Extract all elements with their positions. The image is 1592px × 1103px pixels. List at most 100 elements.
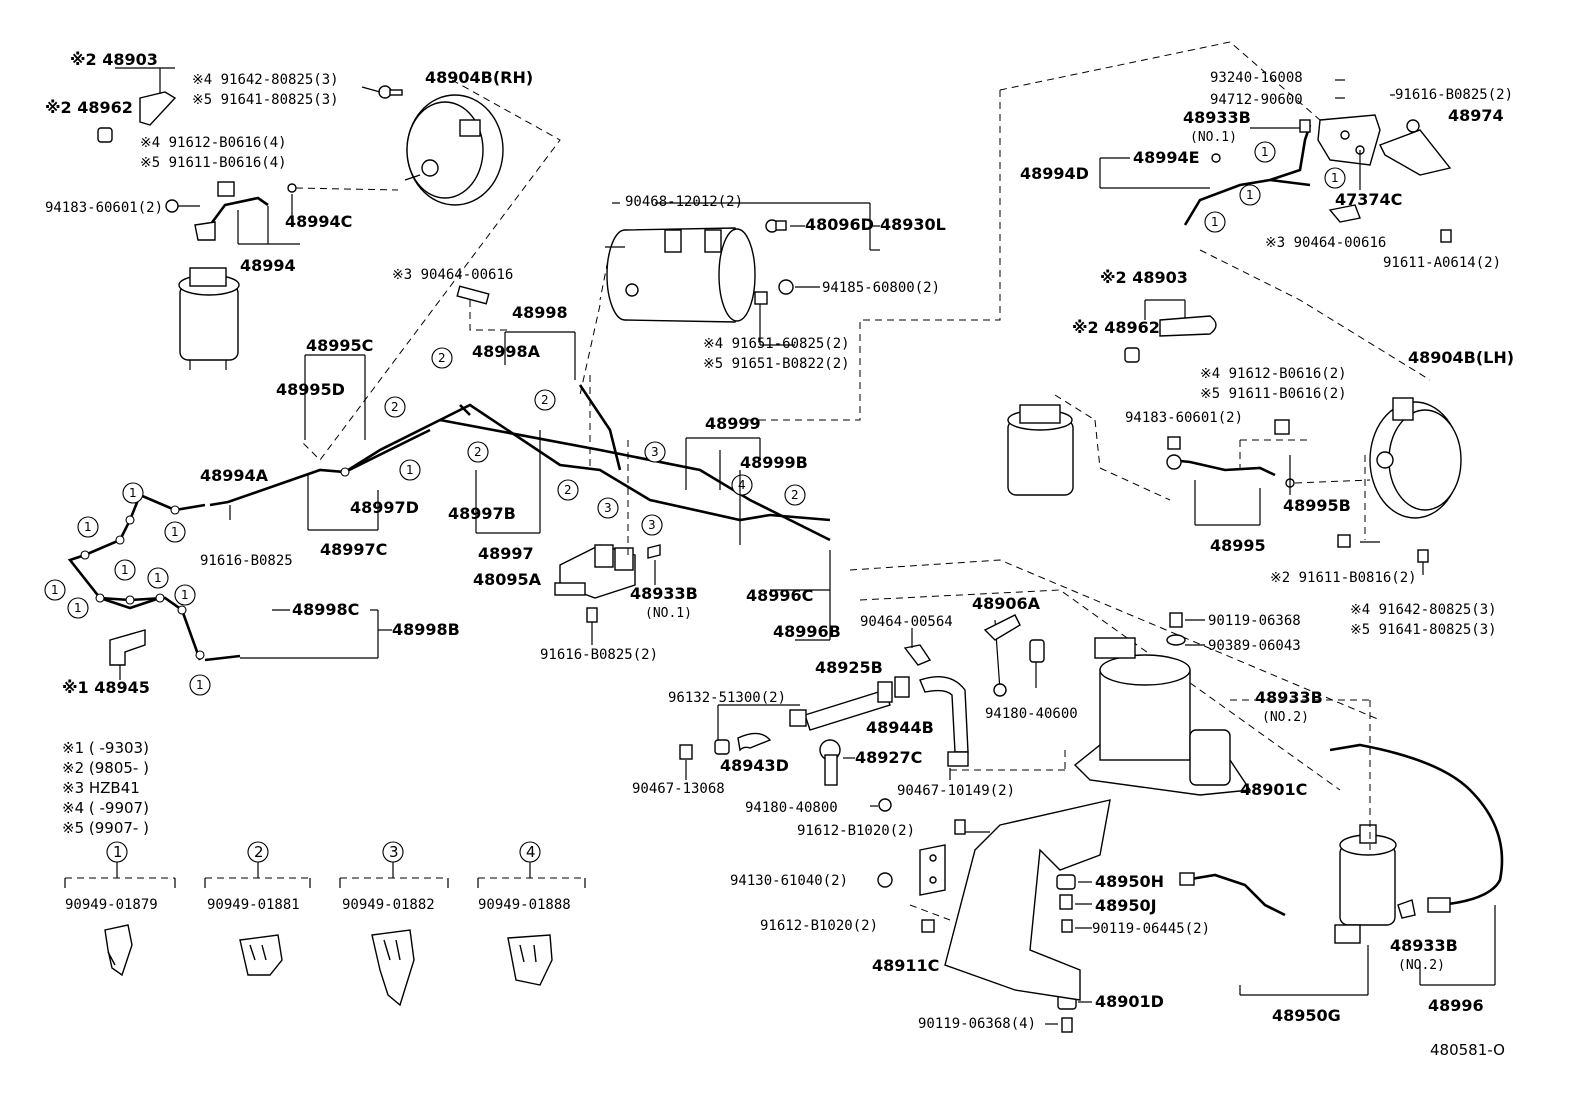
label-no1-right: (NO.1) xyxy=(1190,130,1237,145)
label-48997: 48997 xyxy=(478,544,534,563)
svg-text:2: 2 xyxy=(391,400,399,414)
label-48997C: 48997C xyxy=(320,540,388,559)
reservoir-lh xyxy=(1007,404,1074,496)
label-48904B-lh: 48904B(LH) xyxy=(1408,348,1515,367)
label-90467-10149: 90467-10149(2) xyxy=(897,783,1016,799)
label-48933B-right: 48933B xyxy=(1183,108,1251,127)
label-90464-00564: 90464-00564 xyxy=(860,614,953,630)
label-91616-B0825-right: 91616-B0825(2) xyxy=(1395,87,1514,103)
label-91612-B0616-lh: ※4 91612-B0616(2) xyxy=(1200,366,1347,382)
label-48930L: 48930L xyxy=(880,215,946,234)
figure-id: 480581-O xyxy=(1430,1041,1505,1059)
label-90464-00616-center: ※3 90464-00616 xyxy=(392,267,514,283)
label-48096D: 48096D xyxy=(805,215,874,234)
label-91612-B0616-rh: ※4 91612-B0616(4) xyxy=(140,135,287,151)
svg-text:1: 1 xyxy=(129,486,137,500)
pump-48901C xyxy=(1073,637,1252,796)
label-91641-80825-lh: ※5 91641-80825(3) xyxy=(1350,622,1497,638)
label-90389-06043: 90389-06043 xyxy=(1208,638,1301,654)
label-48997B: 48997B xyxy=(448,504,516,523)
label-48998C: 48998C xyxy=(292,600,360,619)
label-94183-60601-lh: 94183-60601(2) xyxy=(1125,410,1244,426)
clamp-2-part: 90949-01881 xyxy=(207,897,300,913)
leaders-left xyxy=(229,354,392,659)
label-48962-rh: ※2 48962 xyxy=(45,98,133,117)
svg-text:1: 1 xyxy=(1246,188,1254,202)
label-90464-00616-right: ※3 90464-00616 xyxy=(1265,235,1387,251)
brake-booster-rh xyxy=(404,94,504,206)
nut-91612 xyxy=(217,181,235,197)
label-91642-80825-lh: ※4 91642-80825(3) xyxy=(1350,602,1497,618)
note-3: ※3 HZB41 xyxy=(62,779,140,797)
label-48933B-center: 48933B xyxy=(630,584,698,603)
label-90467-13068: 90467-13068 xyxy=(632,781,725,797)
label-47374C: 47374C xyxy=(1335,190,1403,209)
note-1: ※1 ( -9303) xyxy=(62,739,149,757)
label-48994D: 48994D xyxy=(1020,164,1089,183)
label-48994E: 48994E xyxy=(1133,148,1200,167)
svg-text:1: 1 xyxy=(74,601,82,615)
clamp-3-part: 90949-01882 xyxy=(342,897,435,913)
label-48903-rh: ※2 48903 xyxy=(70,50,158,69)
link-48906A xyxy=(983,614,1021,697)
fitting-48903 xyxy=(115,67,177,126)
svg-text:1: 1 xyxy=(171,525,179,539)
svg-text:2: 2 xyxy=(474,445,482,459)
clamp-4-number: 4 xyxy=(526,843,536,861)
label-91616-B0825-2: 91616-B0825(2) xyxy=(540,647,659,663)
note-2: ※2 (9805- ) xyxy=(62,759,149,777)
svg-text:1: 1 xyxy=(1331,171,1339,185)
label-48994: 48994 xyxy=(240,256,296,275)
label-48927C: 48927C xyxy=(855,748,923,767)
label-94180-40800: 94180-40800 xyxy=(745,800,838,816)
bracket-48945 xyxy=(109,629,146,666)
grommet-48962 xyxy=(97,127,113,143)
label-48933B-no2-a: 48933B xyxy=(1255,688,1323,707)
label-48945: ※1 48945 xyxy=(62,678,150,697)
label-48925B: 48925B xyxy=(815,658,883,677)
svg-text:2: 2 xyxy=(541,393,549,407)
label-96132-51300: 96132-51300(2) xyxy=(668,690,787,706)
clamp-1-number: 1 xyxy=(113,843,123,861)
label-91611-A0614: 91611-A0614(2) xyxy=(1383,255,1502,271)
bracket-48911C xyxy=(919,799,1111,1001)
label-91611-B0616-rh: ※5 91611-B0616(4) xyxy=(140,155,287,171)
svg-text:1: 1 xyxy=(406,463,414,477)
svg-text:3: 3 xyxy=(604,501,612,515)
label-90468-12012: 90468-12012(2) xyxy=(625,194,744,210)
label-48901C: 48901C xyxy=(1240,780,1308,799)
svg-text:3: 3 xyxy=(651,445,659,459)
label-94185-60800: 94185-60800(2) xyxy=(822,280,941,296)
label-91612-B1020-a: 91612-B1020(2) xyxy=(797,823,916,839)
label-48943D: 48943D xyxy=(720,756,789,775)
circled-callouts: 1 1 1 1 1 1 1 1 1 1 2 2 2 2 2 2 3 3 3 4 … xyxy=(44,141,1346,696)
clamp-2-number: 2 xyxy=(254,843,264,861)
label-48950G: 48950G xyxy=(1272,1006,1341,1025)
valve-48925B xyxy=(789,676,910,731)
note-4: ※4 ( -9907) xyxy=(62,799,149,817)
svg-text:1: 1 xyxy=(51,583,59,597)
label-94183-60601-rh: 94183-60601(2) xyxy=(45,200,164,216)
label-48950H: 48950H xyxy=(1095,872,1165,891)
brake-booster-lh xyxy=(1369,397,1462,519)
label-48903-lh: ※2 48903 xyxy=(1100,268,1188,287)
label-48944B: 48944B xyxy=(866,718,934,737)
reservoir-48950G xyxy=(1334,824,1397,944)
label-48974: 48974 xyxy=(1448,106,1504,125)
label-48906A: 48906A xyxy=(972,594,1041,613)
label-91651-60825: ※4 91651-60825(2) xyxy=(703,336,850,352)
svg-text:1: 1 xyxy=(181,588,189,602)
clamp-1-part: 90949-01879 xyxy=(65,897,158,913)
clip-markers xyxy=(80,467,350,660)
label-no2-a: (NO.2) xyxy=(1262,710,1309,725)
pipe-network-left xyxy=(67,384,831,662)
svg-text:2: 2 xyxy=(791,488,799,502)
label-48950J: 48950J xyxy=(1095,896,1157,915)
label-48995D: 48995D xyxy=(276,380,345,399)
svg-text:4: 4 xyxy=(738,478,746,492)
label-48998A: 48998A xyxy=(472,342,541,361)
label-48933B-no2-b: 48933B xyxy=(1390,936,1458,955)
hose-48943D xyxy=(737,732,772,752)
